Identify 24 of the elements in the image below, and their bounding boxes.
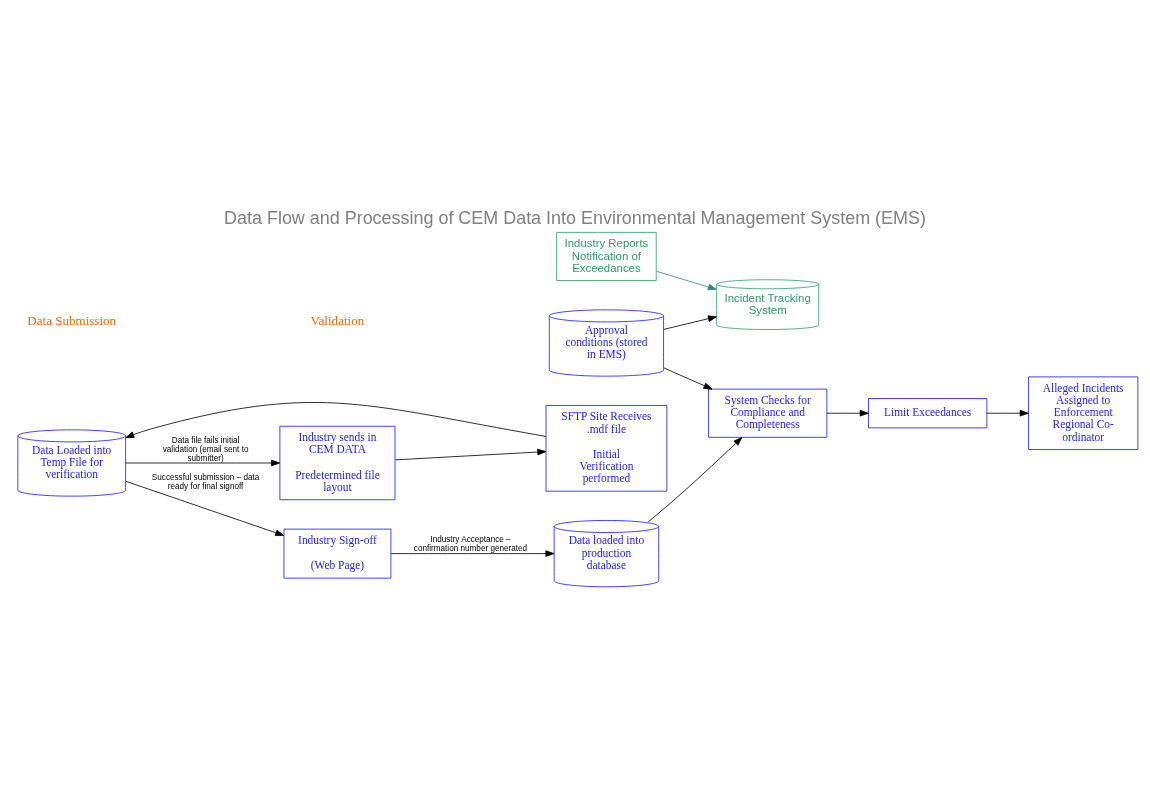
node-box: System Checks for Compliance and Completeness [708,388,828,438]
node-box: Industry sends in CEM DATA Predetermined file layout [279,425,396,501]
arrow [656,270,717,291]
arrow [826,409,869,417]
label: Validation [310,312,365,328]
arrow [125,402,547,439]
arrow [394,448,547,461]
arrow [125,480,285,536]
node-box: SFTP Site Receives .mdf file Initial Verification performed [545,405,668,492]
arrow [125,459,281,467]
arrow [986,409,1029,417]
node-box: Industry Sign-off (Web Page) [283,528,392,579]
edge-label: Successful submission – data ready for final signoff [151,473,260,492]
edge-label: Data file fails initial validation (email sent to submitter) [162,435,249,463]
diagram-title: Data Flow and Processing of CEM Data Into Environmental Management System (EMS) [224,207,926,228]
edge-label: Industry Acceptance – confirmation number generated [413,535,528,554]
node-box: Limit Exceedances [868,398,988,429]
arrow [663,367,713,390]
arrow [647,437,743,523]
node-box: Industry Reports Notification of Exceedances [556,232,657,281]
arrow [663,315,717,330]
arrow [390,550,555,557]
node-box: Alleged Incidents Assigned to Enforcement Regional Co-ordinator [1028,376,1139,450]
label: Data Submission [27,312,117,328]
